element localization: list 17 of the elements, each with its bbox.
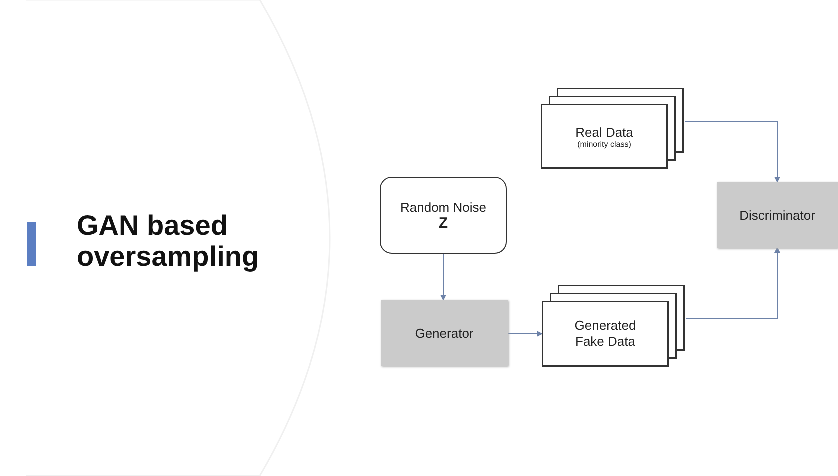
- node-label: Random Noise: [400, 200, 486, 214]
- data-stack: [541, 88, 685, 169]
- node-label: Real Data: [576, 124, 634, 140]
- process-box: [381, 300, 508, 366]
- node-label: Generated Fake Data: [574, 318, 638, 350]
- node-label: Generator: [415, 326, 474, 340]
- arrow: [686, 247, 780, 320]
- arrow: [684, 122, 780, 183]
- slide-title: GAN based oversampling: [77, 210, 260, 272]
- variable-label: Z: [438, 214, 448, 232]
- input-box: [380, 177, 507, 254]
- node-sublabel: (minority class): [578, 140, 632, 148]
- data-stack: [542, 285, 686, 367]
- arrow: [508, 331, 543, 337]
- arrow: [440, 254, 446, 301]
- node-label: Discriminator: [740, 208, 816, 222]
- process-box: [717, 182, 838, 248]
